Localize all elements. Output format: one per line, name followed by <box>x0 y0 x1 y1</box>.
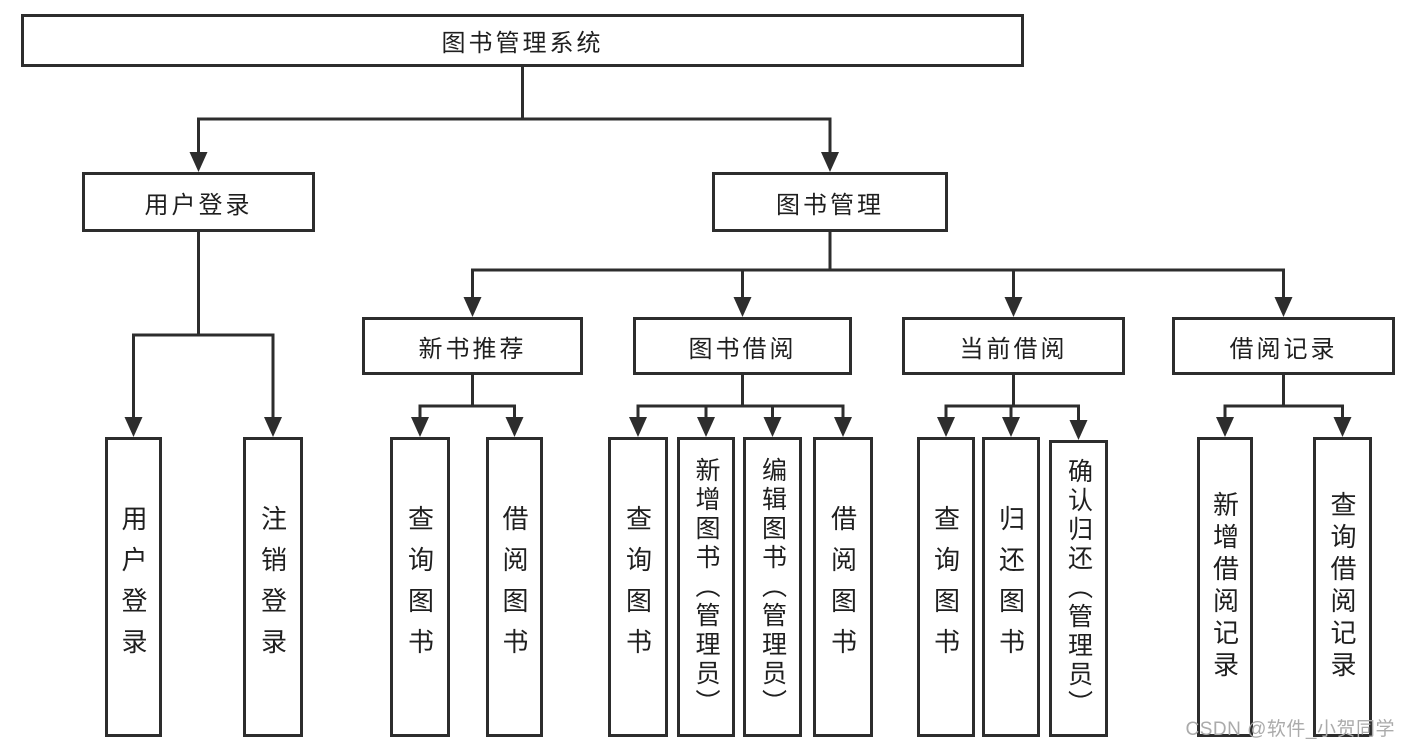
node-query-book-1: 查询图书 <box>390 437 450 737</box>
node-borrow-book-2: 借阅图书 <box>813 437 873 737</box>
node-label: 查询借阅记录 <box>1327 491 1357 683</box>
node-label: 查询图书 <box>622 505 653 669</box>
node-borrow: 图书借阅 <box>633 317 852 375</box>
node-label: 借阅图书 <box>827 505 858 669</box>
node-login: 用户登录 <box>82 172 315 232</box>
node-label: 借阅记录 <box>1229 335 1338 363</box>
node-edit-book: 编辑图书（管理员） <box>743 437 802 737</box>
node-label: 借阅图书 <box>499 505 529 669</box>
node-label: 图书管理系统 <box>441 30 604 57</box>
node-mgmt: 图书管理 <box>712 172 948 232</box>
node-label: 归还图书 <box>995 505 1026 669</box>
watermark: CSDN @软件_小贺同学 <box>1185 719 1395 740</box>
node-query-borrow-rec: 查询借阅记录 <box>1313 437 1372 737</box>
node-label: 图书管理 <box>776 191 884 219</box>
node-add-book: 新增图书（管理员） <box>677 437 735 737</box>
node-current: 当前借阅 <box>902 317 1125 375</box>
node-label: 确认归还（管理员） <box>1064 458 1093 719</box>
node-root: 图书管理系统 <box>21 14 1024 67</box>
node-label: 用户登录 <box>118 505 148 669</box>
node-user-login: 用户登录 <box>105 437 162 737</box>
node-label: 新增借阅记录 <box>1209 491 1240 683</box>
node-label: 编辑图书（管理员） <box>758 456 787 718</box>
node-confirm-return: 确认归还（管理员） <box>1049 440 1108 737</box>
node-label: 用户登录 <box>144 191 253 219</box>
node-query-book-2: 查询图书 <box>608 437 668 737</box>
node-logout: 注销登录 <box>243 437 303 737</box>
node-query-book-3: 查询图书 <box>917 437 975 737</box>
node-add-borrow-rec: 新增借阅记录 <box>1197 437 1253 737</box>
node-return-book: 归还图书 <box>982 437 1040 737</box>
node-label: 图书借阅 <box>688 335 797 363</box>
node-rec: 新书推荐 <box>362 317 583 375</box>
node-label: 新增图书（管理员） <box>692 456 720 718</box>
node-borrow-book-1: 借阅图书 <box>486 437 543 737</box>
node-label: 查询图书 <box>404 505 435 669</box>
node-label: 注销登录 <box>257 505 288 669</box>
node-record: 借阅记录 <box>1172 317 1395 375</box>
node-label: 新书推荐 <box>418 335 527 363</box>
node-label: 查询图书 <box>930 505 961 669</box>
node-label: 当前借阅 <box>959 335 1068 363</box>
